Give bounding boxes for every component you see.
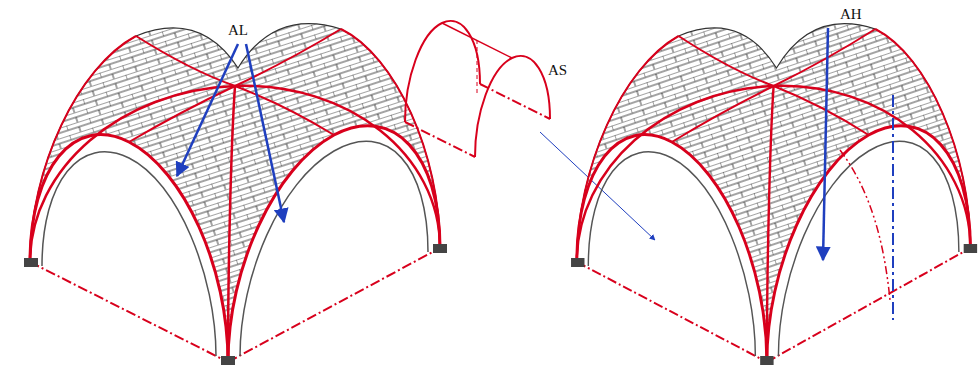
part-label: AS: [548, 62, 567, 78]
leader-arrow: [177, 44, 238, 176]
left-vault: [24, 24, 447, 365]
part-label: AL: [228, 22, 248, 38]
axis-line: [892, 95, 894, 320]
ground-line: [405, 84, 550, 157]
right-vault: [571, 24, 977, 365]
leader-arrow: [823, 28, 828, 260]
cylinder-arc: [475, 56, 550, 157]
section-curve: [840, 150, 890, 300]
part-label: AH: [840, 6, 862, 22]
section-line: [477, 40, 478, 96]
half-cylinder: [405, 21, 550, 157]
leader-arrow: [246, 44, 284, 222]
